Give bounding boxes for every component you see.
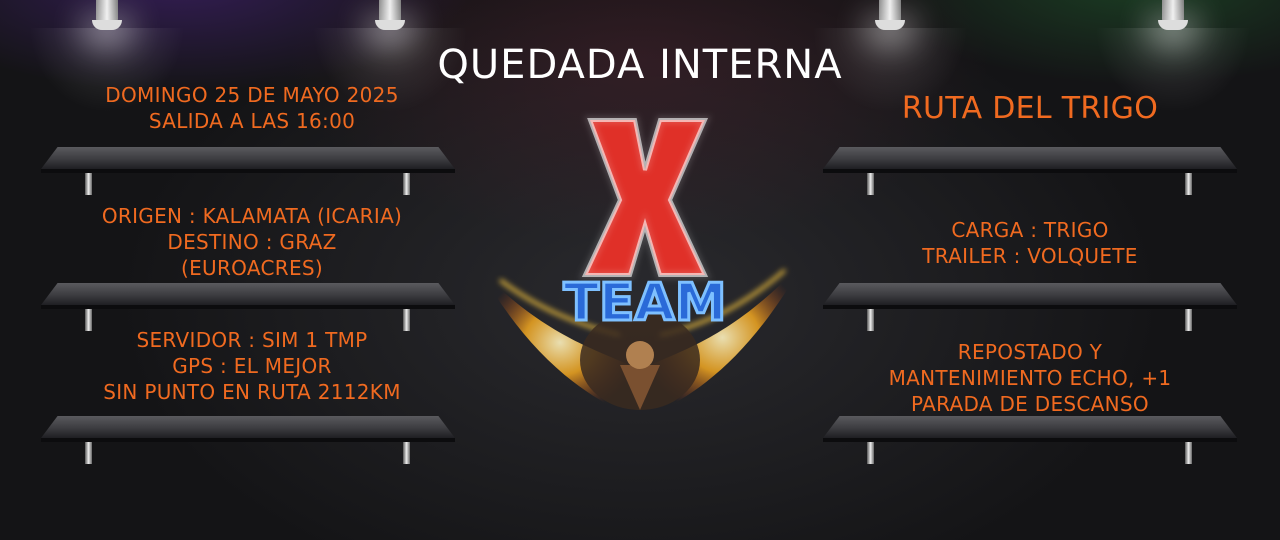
eagle-icon [480, 260, 805, 415]
date-line: DOMINGO 25 DE MAYO 2025 [105, 83, 399, 107]
maintenance-info: REPOSTADO Y MANTENIMIENTO ECHO, +1 PARAD… [820, 339, 1240, 417]
spotlight-icon [1158, 0, 1188, 30]
x-letter-icon [578, 116, 712, 279]
shelf [823, 283, 1237, 331]
x-team-logo: TEAM [460, 110, 820, 430]
server-info: SERVIDOR : SIM 1 TMP GPS : EL MEJOR SIN … [42, 327, 462, 405]
spotlight-icon [375, 0, 405, 30]
cargo-line: CARGA : TRIGO [951, 218, 1109, 242]
shelf [823, 416, 1237, 464]
destination-detail-line: (EUROACRES) [181, 256, 323, 280]
team-word: TEAM [564, 273, 727, 333]
gps-line: GPS : EL MEJOR [172, 354, 332, 378]
maintenance-line: MANTENIMIENTO ECHO, +1 [888, 366, 1172, 390]
shelf [41, 416, 455, 464]
shelf [41, 147, 455, 195]
destination-line: DESTINO : GRAZ [167, 230, 337, 254]
route-name: RUTA DEL TRIGO [820, 92, 1240, 126]
origin-line: ORIGEN : KALAMATA (ICARIA) [101, 204, 403, 228]
distance-line: SIN PUNTO EN RUTA 2112KM [103, 380, 401, 404]
cargo-info: CARGA : TRIGO TRAILER : VOLQUETE [820, 217, 1240, 269]
logo-graphic: TEAM [480, 116, 805, 415]
shelf [823, 147, 1237, 195]
spotlight-icon [92, 0, 122, 30]
shelf [41, 283, 455, 331]
departure-line: SALIDA A LAS 16:00 [148, 109, 356, 133]
rest-stop-line: PARADA DE DESCANSO [911, 392, 1149, 416]
refuel-line: REPOSTADO Y [957, 340, 1103, 364]
route-info: ORIGEN : KALAMATA (ICARIA) DESTINO : GRA… [42, 203, 462, 281]
page-title: QUEDADA INTERNA [437, 42, 843, 88]
date-info: DOMINGO 25 DE MAYO 2025 SALIDA A LAS 16:… [42, 82, 462, 134]
route-name-line: RUTA DEL TRIGO [901, 91, 1159, 126]
trailer-line: TRAILER : VOLQUETE [922, 244, 1138, 268]
server-line: SERVIDOR : SIM 1 TMP [136, 328, 368, 352]
spotlight-icon [875, 0, 905, 30]
